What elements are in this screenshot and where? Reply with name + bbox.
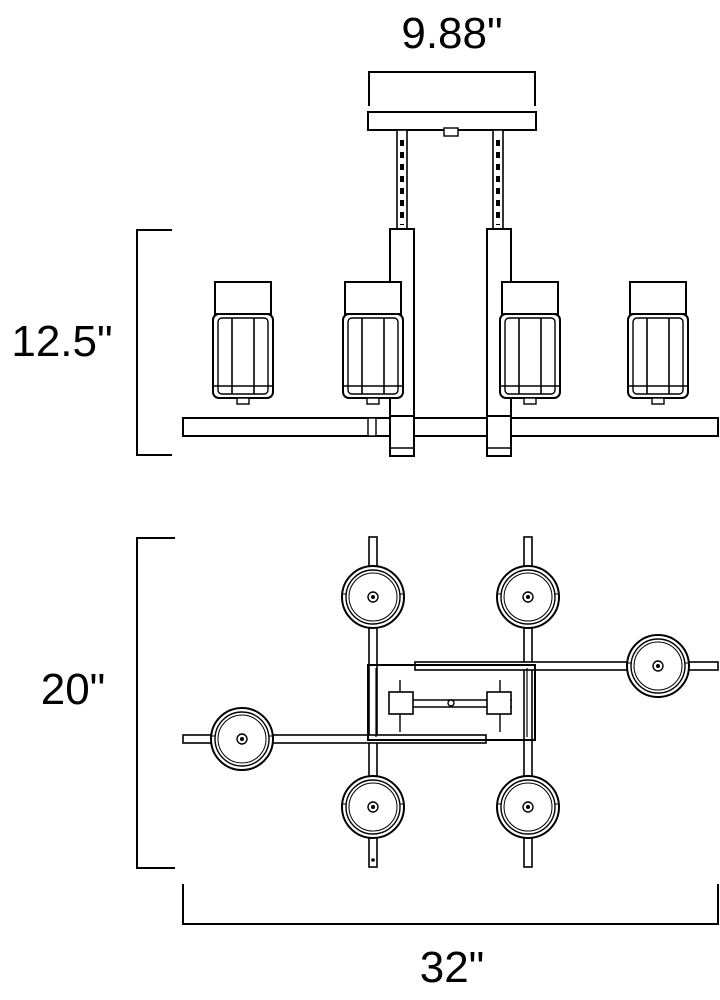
rod-left <box>396 129 408 231</box>
lantern-1 <box>212 281 274 405</box>
depth-dimension: 20" <box>41 537 175 869</box>
rod-right <box>492 129 504 231</box>
lantern-3 <box>499 281 561 405</box>
lamp-top-6 <box>496 775 560 839</box>
lantern-4 <box>627 281 689 405</box>
canopy-width-dimension: 9.88" <box>368 9 536 106</box>
lamp-top-4 <box>210 707 274 771</box>
width-label: 32" <box>420 943 485 992</box>
arm-bar <box>182 417 719 437</box>
width-dimension: 32" <box>182 884 719 992</box>
canopy-top <box>367 664 536 741</box>
lamp-top-2 <box>496 565 560 629</box>
depth-label: 20" <box>41 665 106 714</box>
height-dimension: 12.5" <box>11 229 172 456</box>
height-label: 12.5" <box>11 317 112 366</box>
top-view <box>182 536 719 868</box>
lamp-top-1 <box>341 565 405 629</box>
lamp-top-5 <box>341 775 405 839</box>
lamp-top-3 <box>626 634 690 698</box>
canopy-width-label: 9.88" <box>401 9 502 58</box>
bar-vertical-right <box>523 536 533 868</box>
side-view <box>182 111 719 457</box>
lantern-2 <box>342 281 404 405</box>
